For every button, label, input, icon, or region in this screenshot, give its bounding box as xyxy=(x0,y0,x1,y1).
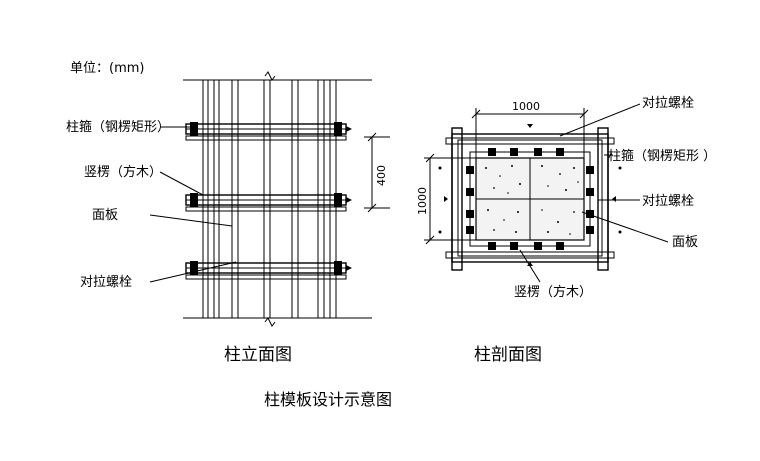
section-dim-width-text: 1000 xyxy=(512,100,540,113)
elevation-view: 柱箍（钢楞矩形） 竖楞（方木） 面板 对拉螺栓 400 柱立面图 xyxy=(66,71,390,365)
section-bolts xyxy=(438,124,622,266)
section-panel-label: 面板 xyxy=(672,235,698,250)
elevation-hoop-label: 柱箍（钢楞矩形） xyxy=(66,119,170,135)
section-hoop-label: 柱箍（钢楞矩形 ） xyxy=(608,148,716,164)
unit-label: 单位：(mm) xyxy=(70,61,144,76)
figure-caption: 柱模板设计示意图 xyxy=(264,390,392,409)
section-dim-height: 1000 xyxy=(416,153,476,245)
section-view: 1000 1000 对拉螺栓 柱箍（钢楞矩形 ） 对拉螺栓 面板 竖楞（方木） … xyxy=(416,96,716,365)
elevation-hoops xyxy=(185,122,352,280)
elevation-dim-400-text: 400 xyxy=(375,165,388,186)
section-studs xyxy=(466,148,594,250)
elevation-dim-400: 400 xyxy=(364,132,390,213)
elevation-bolt-label: 对拉螺栓 xyxy=(80,275,132,290)
section-bolt-mid-label: 对拉螺栓 xyxy=(642,194,694,209)
section-title: 柱剖面图 xyxy=(474,345,542,365)
elevation-stud-label: 竖楞（方木） xyxy=(84,164,162,180)
elevation-title: 柱立面图 xyxy=(224,345,292,365)
section-stud-label: 竖楞（方木） xyxy=(514,284,592,300)
elevation-panel-label: 面板 xyxy=(92,208,118,223)
section-bolt-top-label: 对拉螺栓 xyxy=(642,96,694,111)
section-dim-height-text: 1000 xyxy=(416,187,429,215)
elevation-studs xyxy=(202,80,337,318)
section-dim-width: 1000 xyxy=(471,100,589,158)
